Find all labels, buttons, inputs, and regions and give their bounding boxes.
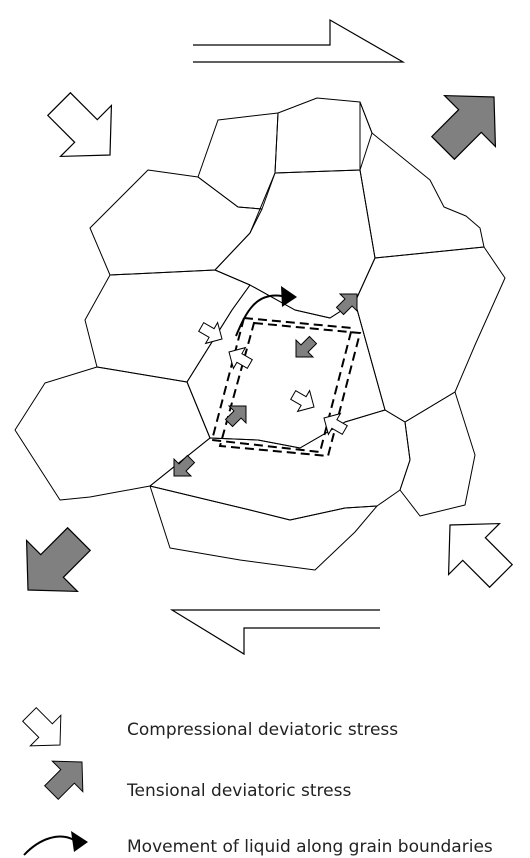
legend-tension-icon xyxy=(36,747,97,808)
grain-boundary-network xyxy=(15,98,505,570)
top-shear-arrow xyxy=(193,20,403,62)
legend: Compressional deviatoric stress Tensiona… xyxy=(14,699,493,857)
compression-arrow-pocket-icon xyxy=(195,317,351,441)
tension-arrow-pocket-icon xyxy=(166,286,366,485)
compression-arrow-top-left-icon xyxy=(34,79,136,181)
legend-tension-label: Tensional deviatoric stress xyxy=(126,781,351,801)
compression-arrow-bottom-right-icon xyxy=(425,500,527,602)
tension-arrow-top-right-icon xyxy=(418,72,520,174)
legend-compression-label: Compressional deviatoric stress xyxy=(127,720,398,740)
tension-arrow-bottom-left-icon xyxy=(3,514,105,616)
legend-compression-icon xyxy=(14,699,75,760)
melt-pocket-outline xyxy=(212,318,360,456)
legend-melt-icon xyxy=(24,831,88,855)
bottom-shear-arrow xyxy=(172,610,380,654)
legend-melt-label: Movement of liquid along grain boundarie… xyxy=(127,837,493,857)
melt-flow-arrow-icon xyxy=(236,286,297,336)
